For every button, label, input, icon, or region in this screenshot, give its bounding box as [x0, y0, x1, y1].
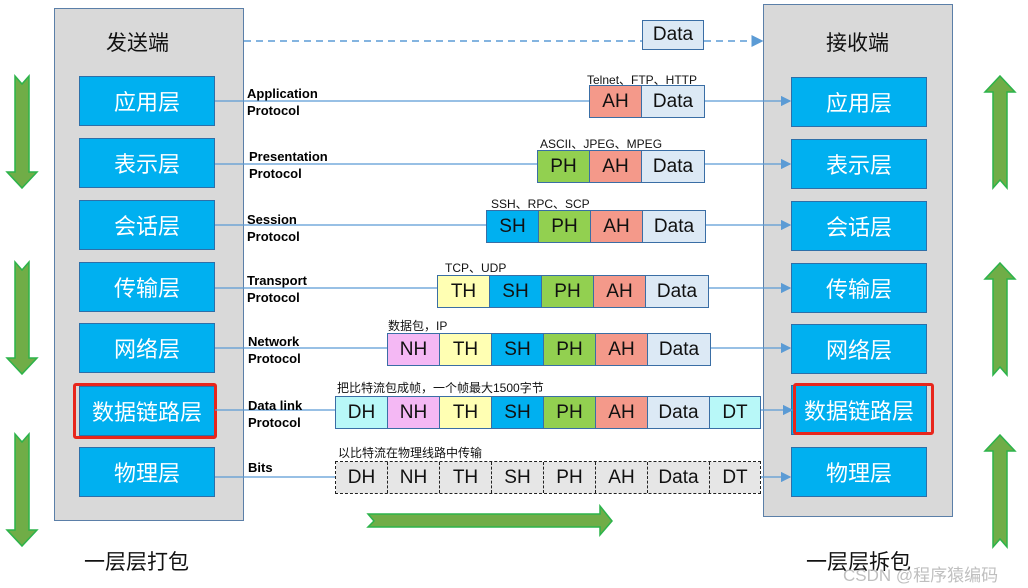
up-arrow-1 [983, 74, 1017, 190]
receiver-footer: 一层层拆包 [806, 550, 911, 574]
packet-cell-ph: PH [538, 151, 590, 182]
sender-title: 发送端 [106, 31, 169, 55]
packet-cell-sh: SH [492, 397, 544, 428]
right-arrow [366, 503, 613, 538]
packet-cell-data: Data [648, 462, 710, 493]
packet-cell-dh: DH [336, 462, 388, 493]
sender-layer-application: 应用层 [79, 76, 215, 126]
up-arrow-2 [983, 261, 1017, 377]
down-arrow-3 [5, 432, 39, 548]
receiver-layer-datalink: 数据链路层 [791, 385, 927, 435]
packet-cell-data: Data [646, 276, 708, 307]
receiver-layer-network: 网络层 [791, 324, 927, 374]
packet-cell-sh: SH [492, 462, 544, 493]
sender-layer-network: 网络层 [79, 323, 215, 373]
note-transport: TCP、UDP [445, 261, 507, 275]
note-network: 数据包，IP [388, 319, 448, 333]
protocol-label-bits: Bits [248, 460, 273, 475]
watermark: CSDN @程序猿编码 [843, 566, 999, 585]
sender-footer: 一层层打包 [84, 550, 189, 574]
packet-cell-nh: NH [388, 397, 440, 428]
receiver-layer-session: 会话层 [791, 201, 927, 251]
packet-cell-th: TH [440, 462, 492, 493]
packet-cell-ph: PH [544, 334, 596, 365]
packet-cell-dh: DH [336, 397, 388, 428]
packet-cell-sh: SH [492, 334, 544, 365]
receiver-layer-transport: 传输层 [791, 263, 927, 313]
packet-cell-nh: NH [388, 334, 440, 365]
packet-cell-ah: AH [590, 86, 642, 117]
packet-cell-ah: AH [596, 334, 648, 365]
note-application: Telnet、FTP、HTTP [587, 73, 698, 87]
packet-cell-nh: NH [388, 462, 440, 493]
packet-cell-ah: AH [596, 462, 648, 493]
packet-cell-ph: PH [544, 397, 596, 428]
receiver-layer-physical: 物理层 [791, 447, 927, 497]
receiver-title: 接收端 [826, 31, 889, 55]
sender-layer-physical: 物理层 [79, 447, 215, 497]
sender-layer-session: 会话层 [79, 200, 215, 250]
note-presentation: ASCII、JPEG、MPEG [540, 137, 663, 151]
note-session: SSH、RPC、SCP [491, 197, 590, 211]
packet-cell-sh: SH [487, 211, 539, 242]
packet-cell-ph: PH [544, 462, 596, 493]
packet-cell-ph: PH [542, 276, 594, 307]
packet-cell-dt: DT [710, 397, 760, 428]
sender-layer-datalink: 数据链路层 [79, 386, 215, 436]
receiver-datalink-highlight [793, 383, 934, 435]
receiver-layer-application: 应用层 [791, 77, 927, 127]
down-arrow-2 [5, 260, 39, 376]
packet-cell-data: Data [642, 151, 704, 182]
packet-cell-data: Data [642, 86, 704, 117]
note-datalink: 把比特流包成帧，一个帧最大1500字节 [337, 381, 544, 395]
packet-cell-ah: AH [596, 397, 648, 428]
packet-cell-sh: SH [490, 276, 542, 307]
sender-layer-presentation: 表示层 [79, 138, 215, 188]
packet-cell-th: TH [440, 334, 492, 365]
packet-cell-th: TH [438, 276, 490, 307]
note-bits: 以比特流在物理线路中传输 [338, 446, 483, 460]
receiver-layer-presentation: 表示层 [791, 139, 927, 189]
packet-cell-ah: AH [590, 151, 642, 182]
down-arrow-1 [5, 74, 39, 190]
up-arrow-3 [983, 433, 1017, 549]
packet-cell-data: Data [648, 397, 710, 428]
packet-cell-ah: AH [591, 211, 643, 242]
packet-cell-data: Data [643, 211, 705, 242]
top-data-box: Data [642, 20, 704, 50]
sender-layer-transport: 传输层 [79, 262, 215, 312]
packet-cell-dt: DT [710, 462, 760, 493]
sender-datalink-highlight [73, 383, 217, 439]
packet-cell-th: TH [440, 397, 492, 428]
packet-cell-data: Data [648, 334, 710, 365]
packet-cell-ah: AH [594, 276, 646, 307]
packet-cell-ph: PH [539, 211, 591, 242]
